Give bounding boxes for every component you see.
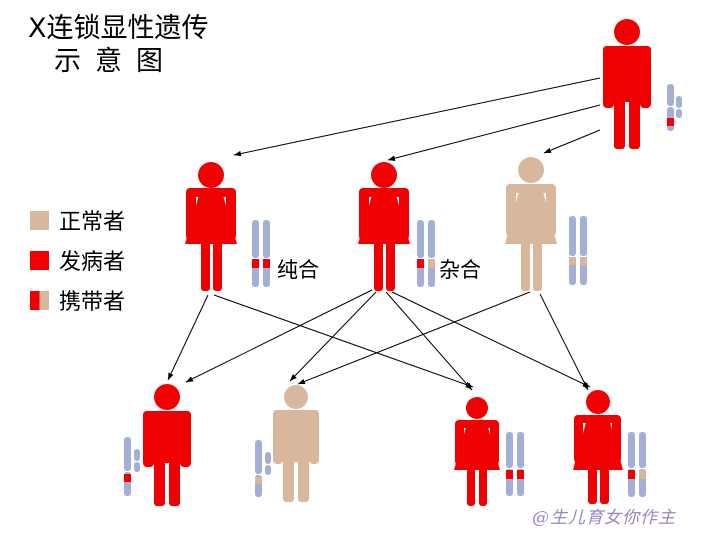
diagram-title: X连锁显性遗传 示意图 bbox=[28, 12, 228, 78]
legend: 正常者 发病者 携带者 bbox=[30, 200, 125, 320]
daughter3-chromosomes-normal bbox=[569, 216, 587, 285]
legend-label: 正常者 bbox=[59, 210, 126, 235]
son2-figure-normal bbox=[273, 385, 319, 502]
legend-item-carrier: 携带者 bbox=[30, 280, 125, 320]
daughter1-figure-affected bbox=[185, 162, 237, 291]
daughter1-chromosomes-homozygous bbox=[252, 220, 270, 287]
arrow-father-to-daughter1 bbox=[233, 77, 601, 157]
homozygous-label: 纯合 bbox=[277, 258, 319, 282]
arrow-d1-to-daughter-c1 bbox=[213, 294, 474, 388]
arrow-d3-to-daughter-c2 bbox=[539, 293, 589, 391]
arrow-d2-to-daughter-c1 bbox=[385, 291, 473, 391]
father-chromosomes-xy bbox=[667, 84, 682, 131]
arrow-d1-to-son1 bbox=[167, 294, 209, 381]
title-line2: 示意图 bbox=[54, 46, 177, 77]
arrow-d2-to-son2 bbox=[289, 291, 377, 382]
arrow-father-to-daughter3 bbox=[543, 129, 601, 154]
son1-figure-affected bbox=[143, 384, 191, 506]
inheritance-arrows bbox=[167, 77, 601, 391]
grand-daughter2-figure-affected bbox=[573, 390, 623, 504]
son1-chromosomes-xy bbox=[124, 437, 140, 496]
carrier-swatch bbox=[30, 290, 49, 310]
normal-swatch bbox=[30, 210, 49, 230]
affected-swatch bbox=[30, 250, 49, 270]
father-figure-affected bbox=[603, 19, 651, 149]
son2-chromosomes-xy bbox=[255, 440, 271, 497]
legend-item-normal: 正常者 bbox=[30, 200, 125, 240]
grand-daughter2-chromosomes-heterozygous bbox=[628, 432, 646, 497]
legend-label: 携带者 bbox=[59, 290, 126, 315]
legend-label: 发病者 bbox=[59, 250, 126, 275]
legend-item-affected: 发病者 bbox=[30, 240, 125, 280]
watermark: @生儿育女你作主 bbox=[532, 508, 676, 528]
arrow-father-to-daughter2 bbox=[387, 104, 601, 161]
grand-daughter1-chromosomes-heterozygous bbox=[506, 432, 524, 496]
arrow-d2-to-son1 bbox=[185, 289, 373, 383]
arrow-d3-to-son2 bbox=[297, 291, 531, 385]
daughter2-chromosomes-heterozygous bbox=[417, 220, 435, 287]
daughter3-figure-normal bbox=[505, 157, 557, 291]
heterozygous-label: 杂合 bbox=[439, 258, 481, 282]
grand-daughter1-figure-affected bbox=[454, 397, 500, 506]
daughter2-figure-affected bbox=[358, 162, 410, 291]
arrow-d2-to-daughter-c2 bbox=[391, 291, 591, 388]
title-line1: X连锁显性遗传 bbox=[28, 13, 209, 44]
